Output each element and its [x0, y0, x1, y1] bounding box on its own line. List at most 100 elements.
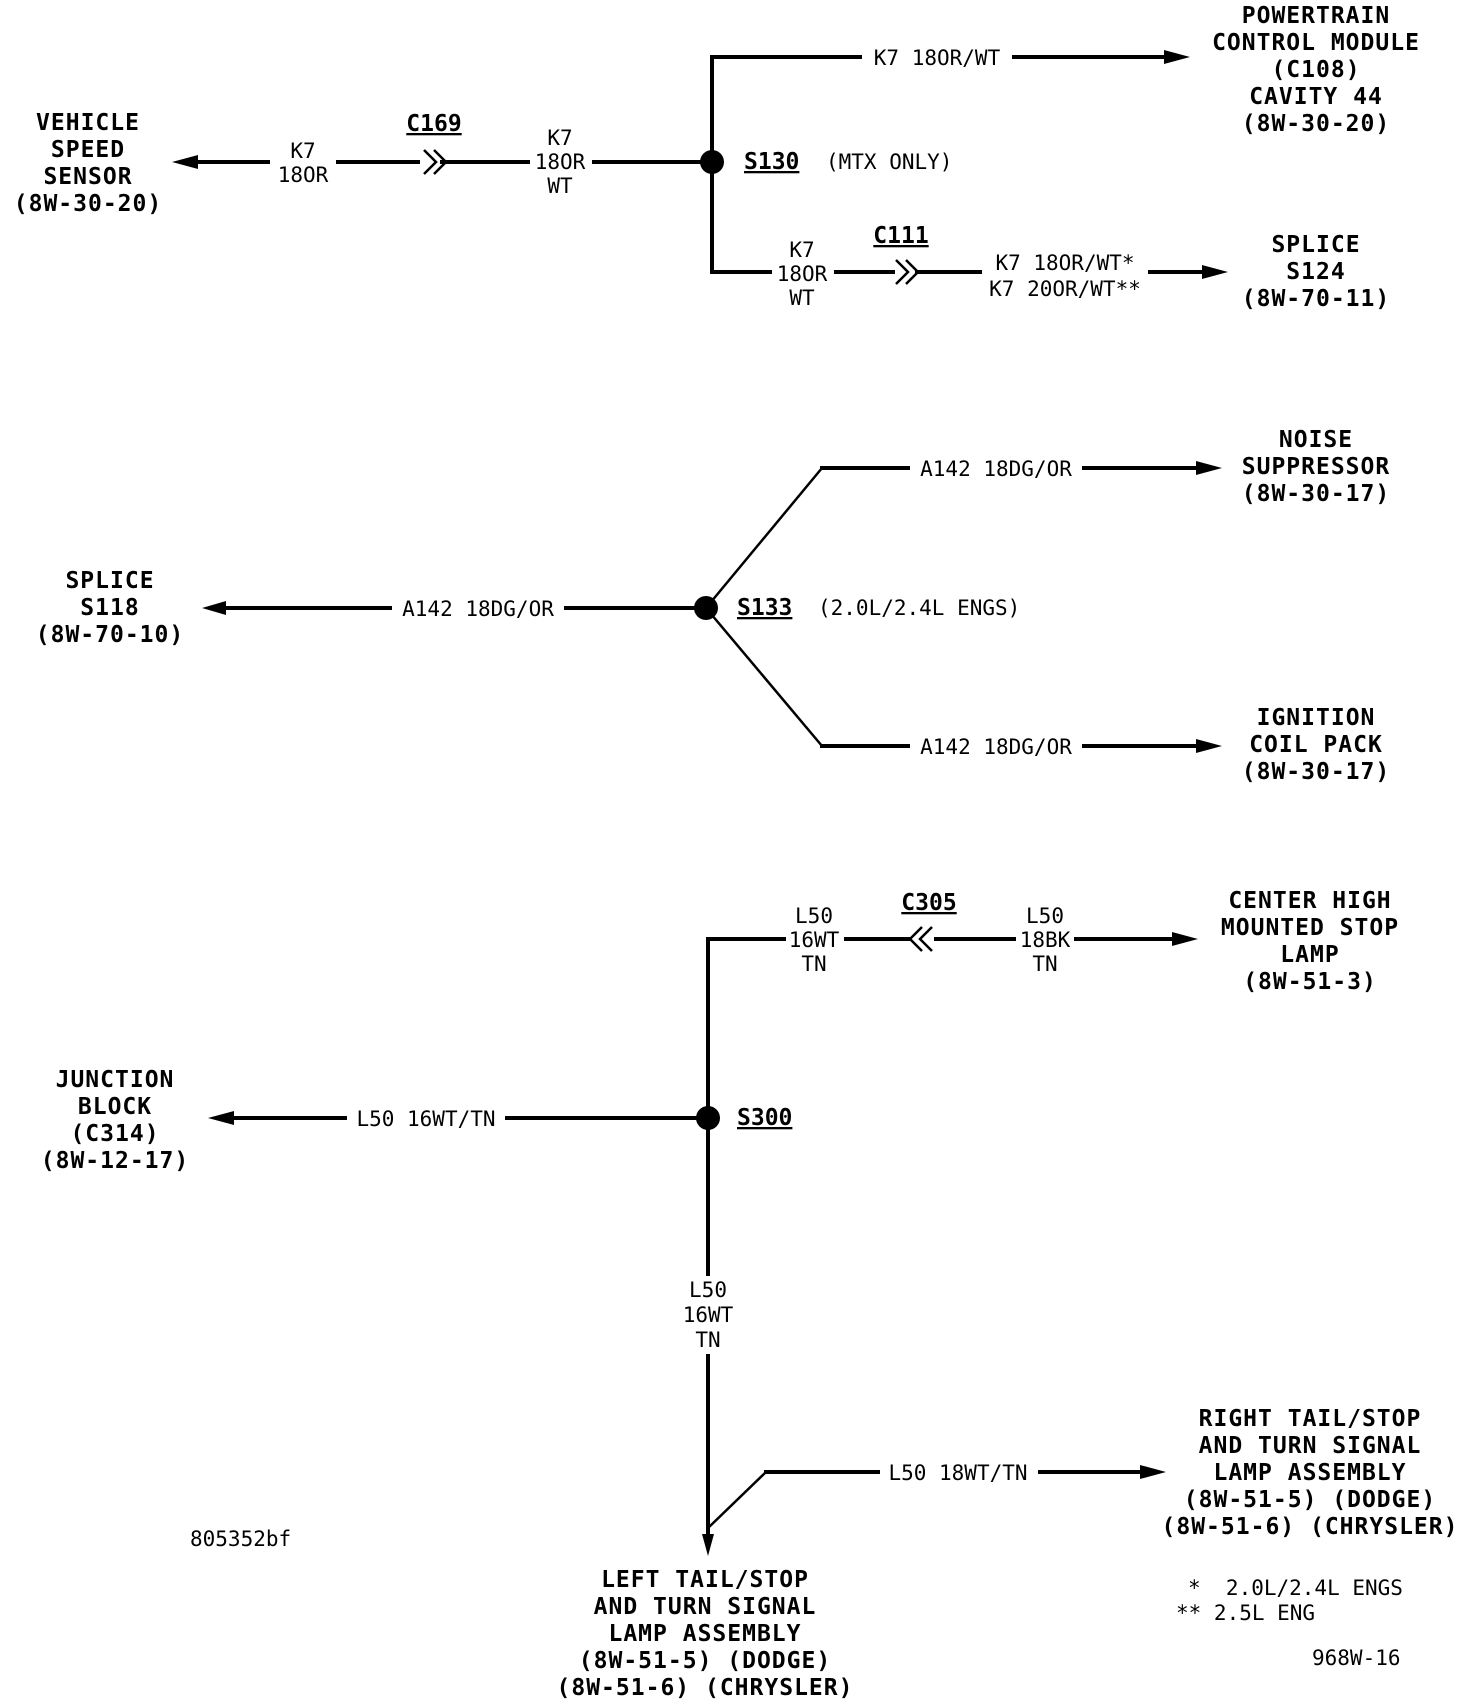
arrow-left-lamp [702, 1534, 714, 1556]
splice-s300-dot [696, 1106, 720, 1130]
svg-text:SPEED: SPEED [51, 137, 125, 163]
svg-text:POWERTRAIN: POWERTRAIN [1242, 3, 1390, 29]
wire-up-right-label-gauge: 18BK [1020, 928, 1071, 952]
wire-vss-label-code: K7 [290, 139, 315, 163]
wire-down-label-code: L50 [689, 1278, 727, 1302]
svg-text:(8W-51-6) (CHRYSLER): (8W-51-6) (CHRYSLER) [1162, 1514, 1459, 1540]
component-vehicle-speed-sensor: VEHICLE SPEED SENSOR (8W-30-20) [14, 110, 162, 217]
page-code: 968W-16 [1312, 1646, 1401, 1670]
svg-text:S118: S118 [80, 595, 139, 621]
wire-down-label-gauge: 16WT [683, 1303, 734, 1327]
svg-text:AND TURN SIGNAL: AND TURN SIGNAL [1199, 1433, 1422, 1459]
svg-text:NOISE: NOISE [1279, 427, 1353, 453]
arrow-junction [208, 1111, 234, 1125]
connector-c305-label: C305 [901, 890, 956, 916]
svg-text:(8W-51-5) (DODGE): (8W-51-5) (DODGE) [1184, 1487, 1436, 1513]
svg-text:(8W-70-11): (8W-70-11) [1242, 286, 1390, 312]
footnote-single-star: * 2.0L/2.4L ENGS [1188, 1576, 1403, 1600]
wire-up-left-label-gauge: 16WT [789, 928, 840, 952]
svg-text:SPLICE: SPLICE [65, 568, 154, 594]
wire-s130-down-label-tracer: WT [789, 286, 815, 310]
wire-junction-label: L50 16WT/TN [356, 1107, 495, 1131]
svg-text:MOUNTED STOP: MOUNTED STOP [1221, 915, 1399, 941]
component-noise-suppressor: NOISE SUPPRESSOR (8W-30-17) [1242, 427, 1390, 507]
svg-text:VEHICLE: VEHICLE [36, 110, 140, 136]
svg-text:(C108): (C108) [1271, 57, 1360, 83]
component-left-tail-stop-lamp: LEFT TAIL/STOP AND TURN SIGNAL LAMP ASSE… [557, 1567, 853, 1701]
svg-text:LEFT TAIL/STOP: LEFT TAIL/STOP [601, 1567, 809, 1593]
arrow-s118 [202, 601, 226, 615]
component-center-high-mounted-stop-lamp: CENTER HIGH MOUNTED STOP LAMP (8W-51-3) [1221, 888, 1399, 995]
arrow-right-lamp [1140, 1465, 1166, 1479]
wire-coil-label: A142 18DG/OR [920, 735, 1072, 759]
connector-c305-symbol [908, 926, 933, 952]
svg-text:(8W-51-5) (DODGE): (8W-51-5) (DODGE) [579, 1648, 831, 1674]
wire-up-left-label-code: L50 [795, 904, 833, 928]
component-junction-block: JUNCTION BLOCK (C314) (8W-12-17) [41, 1067, 189, 1174]
svg-text:(8W-70-10): (8W-70-10) [36, 622, 184, 648]
svg-text:BLOCK: BLOCK [78, 1094, 152, 1120]
arrow-noise [1196, 461, 1222, 475]
svg-text:(8W-12-17): (8W-12-17) [41, 1148, 189, 1174]
circuit-a142: S133 (2.0L/2.4L ENGS) A142 18DG/OR A142 … [36, 427, 1390, 785]
svg-text:(8W-30-17): (8W-30-17) [1242, 481, 1390, 507]
svg-text:CENTER HIGH: CENTER HIGH [1228, 888, 1391, 914]
connector-c111-symbol [895, 259, 920, 285]
connector-c169-label: C169 [406, 111, 461, 137]
wire-s130-left-label-tracer: WT [547, 174, 573, 198]
wire-up-right-label-code: L50 [1026, 904, 1064, 928]
svg-text:CONTROL MODULE: CONTROL MODULE [1212, 30, 1420, 56]
wire-up-left-label-tracer: TN [801, 952, 826, 976]
component-splice-s124: SPLICE S124 (8W-70-11) [1242, 232, 1390, 312]
splice-s130-label: S130 [744, 149, 799, 175]
wire-s130-down-label-code: K7 [789, 238, 814, 262]
wire-vss-label-gauge: 18OR [278, 163, 329, 187]
svg-text:LAMP ASSEMBLY: LAMP ASSEMBLY [1213, 1460, 1406, 1486]
svg-text:LAMP: LAMP [1280, 942, 1339, 968]
splice-s133-dot [694, 596, 718, 620]
wire-noise-diagonal [705, 467, 823, 609]
splice-s300-label: S300 [737, 1105, 792, 1131]
wire-s124-label-1: K7 18OR/WT* [995, 251, 1134, 275]
wire-noise-label: A142 18DG/OR [920, 457, 1072, 481]
svg-text:JUNCTION: JUNCTION [56, 1067, 175, 1093]
wire-s124-label-2: K7 20OR/WT** [989, 277, 1141, 301]
wire-right-lamp-label: L50 18WT/TN [888, 1461, 1027, 1485]
splice-s130-dot [700, 150, 724, 174]
wire-right-lamp-diagonal [707, 1471, 767, 1529]
svg-text:(8W-30-20): (8W-30-20) [14, 191, 162, 217]
svg-text:RIGHT TAIL/STOP: RIGHT TAIL/STOP [1199, 1406, 1422, 1432]
wire-pcm-label: K7 18OR/WT [874, 46, 1001, 70]
svg-text:CAVITY 44: CAVITY 44 [1249, 84, 1383, 110]
figure-id: 805352bf [190, 1527, 291, 1551]
wire-s130-left-label-gauge: 18OR [535, 150, 586, 174]
circuit-k7: C169 C111 S130 (MTX ONLY) K7 18OR K7 18O… [14, 3, 1420, 312]
arrow-s124 [1202, 265, 1228, 279]
footnote-double-star: ** 2.5L ENG [1176, 1601, 1315, 1625]
wire-s118-label: A142 18DG/OR [402, 597, 554, 621]
component-powertrain-control-module: POWERTRAIN CONTROL MODULE (C108) CAVITY … [1212, 3, 1420, 137]
svg-text:S124: S124 [1286, 259, 1345, 285]
splice-s133-label: S133 [737, 595, 792, 621]
splice-s130-note: (MTX ONLY) [826, 150, 952, 174]
circuit-l50: C305 S300 L50 16WT/TN L50 16WT TN L50 18… [41, 888, 1459, 1701]
arrow-vss [172, 155, 198, 169]
wire-down-label-tracer: TN [695, 1328, 720, 1352]
component-splice-s118: SPLICE S118 (8W-70-10) [36, 568, 184, 648]
svg-text:(C314): (C314) [70, 1121, 159, 1147]
svg-text:COIL PACK: COIL PACK [1249, 732, 1383, 758]
wire-pcm [710, 55, 1170, 162]
splice-s133-note: (2.0L/2.4L ENGS) [818, 596, 1020, 620]
wire-s130-left-label-code: K7 [547, 126, 572, 150]
svg-text:SPLICE: SPLICE [1271, 232, 1360, 258]
svg-text:(8W-51-3): (8W-51-3) [1243, 969, 1377, 995]
svg-text:IGNITION: IGNITION [1257, 705, 1376, 731]
component-ignition-coil-pack: IGNITION COIL PACK (8W-30-17) [1242, 705, 1389, 785]
svg-text:LAMP ASSEMBLY: LAMP ASSEMBLY [608, 1621, 801, 1647]
connector-c169-symbol [423, 149, 448, 175]
svg-text:SENSOR: SENSOR [43, 164, 132, 190]
wire-up-right-label-tracer: TN [1032, 952, 1057, 976]
svg-text:(8W-30-20): (8W-30-20) [1242, 111, 1390, 137]
arrow-coil [1196, 739, 1222, 753]
